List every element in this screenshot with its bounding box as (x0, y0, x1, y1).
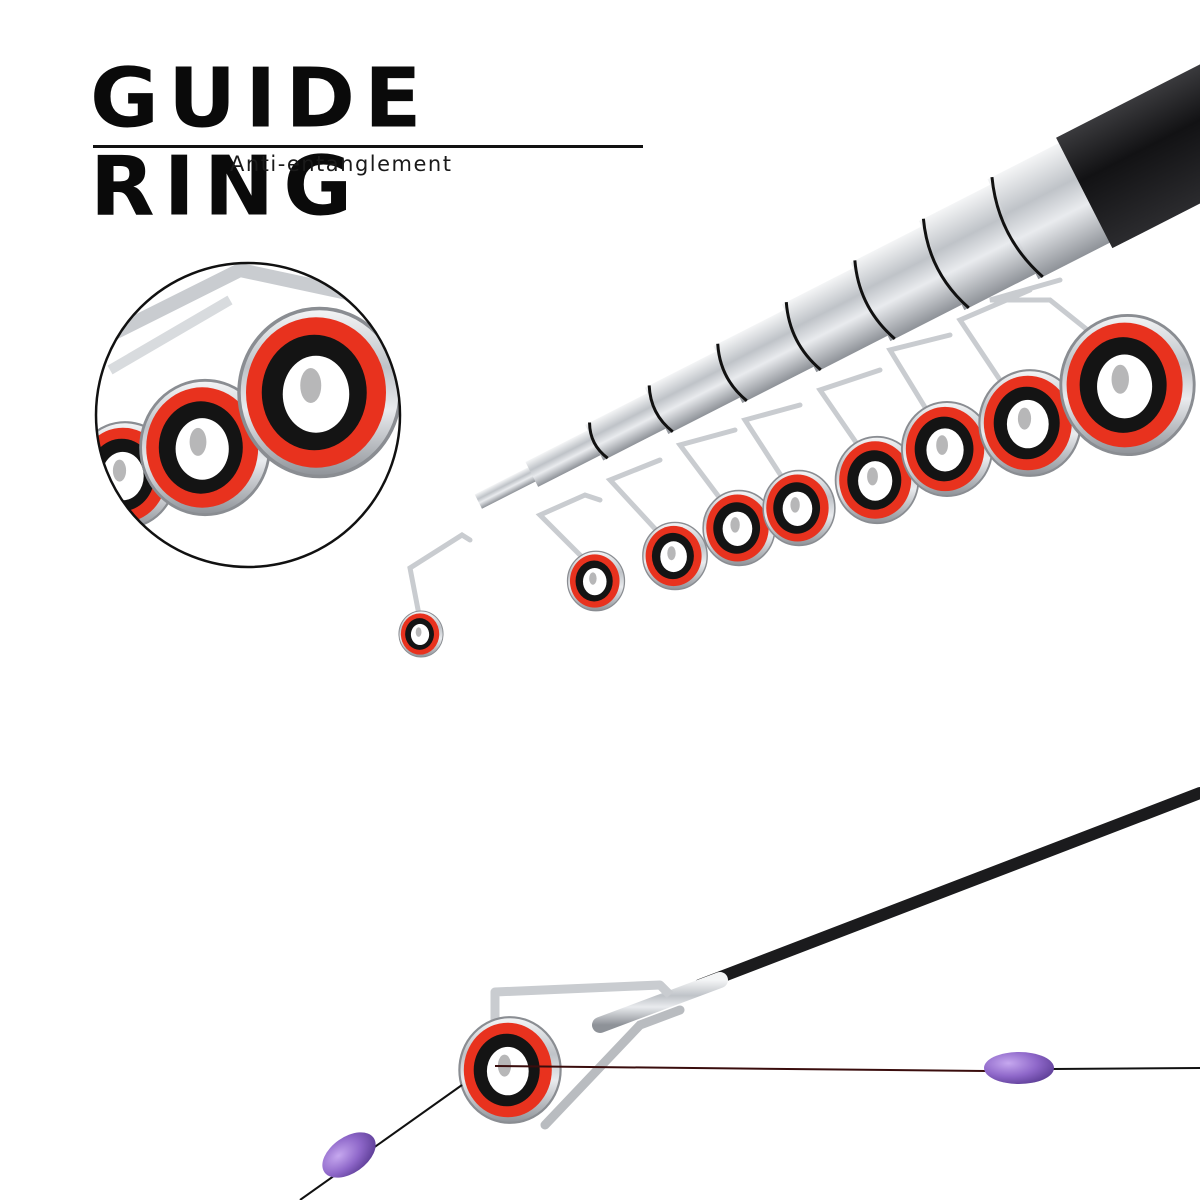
fishing-float-left (322, 1132, 376, 1178)
rod-tip-section (458, 787, 1200, 1130)
telescopic-rod (474, 19, 1200, 509)
title-divider (93, 145, 643, 148)
guide-ring-9 (1058, 313, 1197, 457)
guide-ring-5 (762, 469, 836, 547)
guide-ring-1 (398, 610, 444, 658)
page-subtitle: Anti-entanglement (230, 152, 453, 176)
page-title: GUIDE RING (90, 49, 431, 235)
guide-ring-7 (900, 400, 994, 498)
tip-guide-ring (458, 1015, 562, 1125)
fishing-float-right (984, 1052, 1054, 1084)
guide-ring-2 (566, 550, 626, 612)
guide-ring-3 (641, 521, 709, 591)
fishing-line (299, 1065, 1200, 1200)
inset-border (94, 261, 402, 569)
magnified-inset (94, 261, 402, 569)
